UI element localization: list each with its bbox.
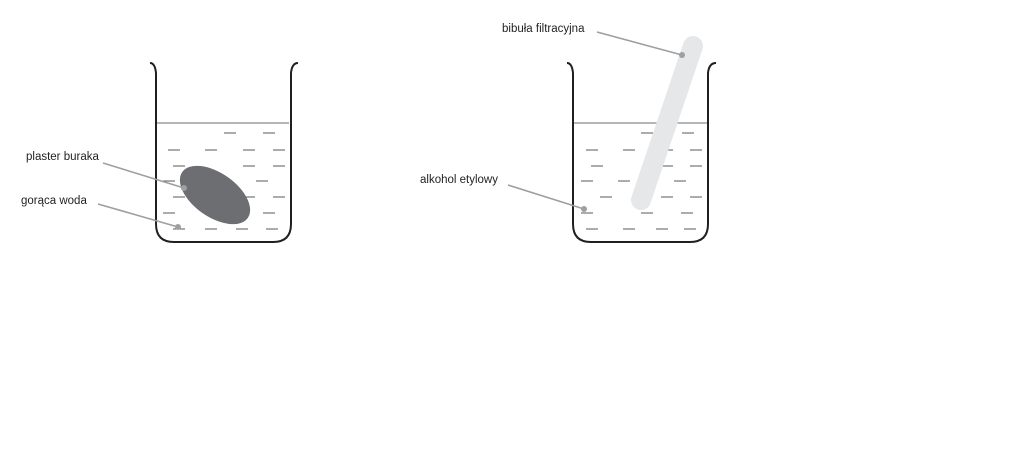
beet-slice: [179, 165, 251, 225]
right-beaker-glass: [566, 62, 717, 243]
label-text-beet-slice: plaster buraka: [26, 151, 99, 163]
right-beaker: [566, 36, 717, 243]
leader-line: [596, 31, 683, 56]
filter-paper-strip: [631, 36, 703, 210]
label-text-hot-water: gorąca woda: [21, 195, 87, 207]
leader-line: [102, 162, 185, 189]
label-beet-slice: plaster buraka: [26, 151, 187, 191]
leader-dot: [581, 206, 587, 212]
label-filter-paper: bibuła filtracyjna: [502, 23, 685, 58]
leader-dot: [679, 52, 685, 58]
label-hot-water: gorąca woda: [21, 195, 181, 230]
leader-dot: [175, 224, 181, 230]
left-beaker-glass: [149, 62, 299, 243]
label-text-ethyl-alcohol: alkohol etylowy: [420, 174, 498, 186]
leader-dot: [181, 185, 187, 191]
leader-line: [507, 184, 585, 210]
label-ethyl-alcohol: alkohol etylowy: [420, 174, 587, 212]
leader-line: [97, 203, 179, 228]
right-liquid-dashes: [581, 132, 702, 230]
label-text-filter-paper: bibuła filtracyjna: [502, 23, 585, 35]
left-beaker: [149, 62, 299, 243]
